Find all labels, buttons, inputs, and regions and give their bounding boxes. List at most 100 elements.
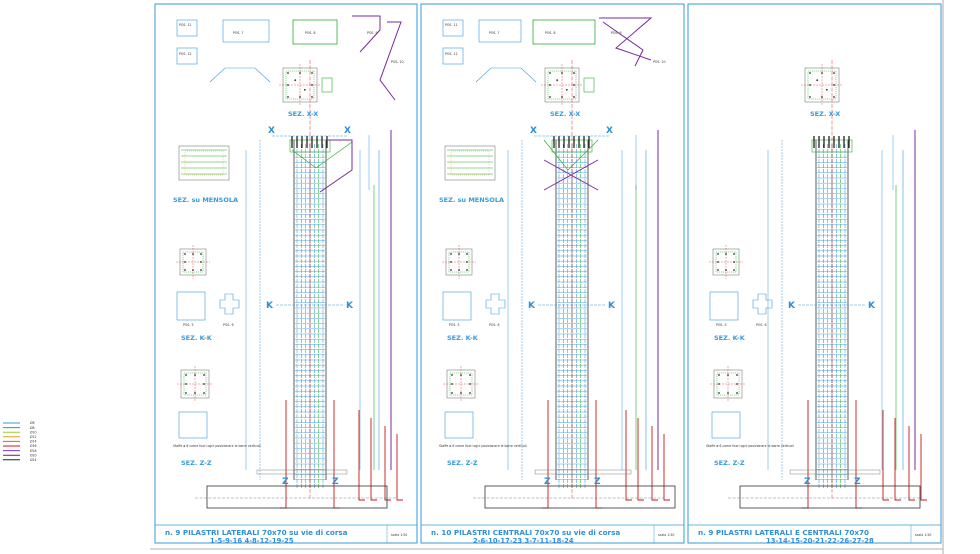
rebar-dot — [727, 374, 729, 376]
starter-bar — [396, 434, 403, 501]
pos-label: POS. 11 — [179, 23, 192, 27]
rebar-dot — [466, 269, 468, 271]
starter-bar — [908, 426, 915, 501]
legend-label: Ø8 — [30, 425, 35, 430]
starter-bar — [651, 426, 658, 501]
rebar-dot — [549, 84, 551, 86]
pos-label: POS. 11 — [445, 23, 458, 27]
marker-x: X — [530, 126, 537, 136]
rebar-dot — [469, 383, 471, 385]
mensola-stirrup — [184, 150, 224, 176]
bracket-purple-bar — [319, 139, 353, 193]
marker-z: Z — [282, 477, 289, 487]
rebar-dot — [458, 253, 460, 255]
rebar-dot — [460, 374, 462, 376]
marker-z: Z — [332, 477, 339, 487]
stirrup-note: Staffe ø 6 come fuori ogni posizionare l… — [173, 444, 261, 448]
rebar-dot — [718, 383, 720, 385]
pos-label: POS. 9 — [611, 31, 622, 35]
rebar-dot — [736, 374, 738, 376]
rebar-dot — [549, 96, 551, 98]
bent-bar-shape — [475, 67, 537, 83]
sheet-frame — [420, 3, 685, 544]
sheet-title: n. 10 PILASTRI CENTRALI 70x70 su vie di … — [431, 528, 620, 537]
rebar-dot — [192, 269, 194, 271]
rebar-dot — [203, 374, 205, 376]
pos-11-shape — [176, 19, 198, 37]
section-title-xx: SEZ. X-X — [550, 110, 580, 118]
marker-x: X — [344, 126, 351, 136]
rebar-dot — [450, 253, 452, 255]
rebar-dot — [184, 253, 186, 255]
pos-10-shape — [602, 21, 644, 67]
rebar-dot — [809, 84, 811, 86]
column-head — [811, 139, 853, 153]
stirrup-note: Staffe ø 6 come fuori ogni posizionare l… — [706, 444, 794, 448]
rebar-dot — [451, 383, 453, 385]
pos-label: POS. 6 — [756, 323, 767, 327]
starter-bar — [920, 434, 927, 501]
rebar-dot — [466, 261, 468, 263]
rebar-dot — [185, 374, 187, 376]
sheet-frame — [154, 3, 418, 544]
section-title-mensola: SEZ. su MENSOLA — [439, 196, 504, 204]
sheet-1: n. 9 PILASTRI LATERALI 70x70 su vie di c… — [154, 3, 418, 545]
ground-level — [534, 469, 632, 475]
rebar-dot — [311, 72, 313, 74]
rebar-dot — [200, 253, 202, 255]
stirrup-note: Staffe ø 6 come fuori ogni posizionare l… — [439, 444, 527, 448]
rebar-dot — [469, 392, 471, 394]
rebar-dot — [736, 383, 738, 385]
legend-label: Ø14 — [30, 439, 37, 444]
ground-level — [256, 469, 348, 475]
rebar-dot — [809, 96, 811, 98]
sheet-2: n. 10 PILASTRI CENTRALI 70x70 su vie di … — [420, 3, 685, 545]
legend-label: Ø20 — [30, 452, 37, 457]
section-title-kk: SEZ. K-K — [181, 334, 213, 342]
pos-label: POS. 9 — [367, 31, 378, 35]
bent-bar-shape — [209, 67, 271, 83]
rebar-dot — [458, 269, 460, 271]
bracket-section — [583, 77, 595, 93]
rebar-dot — [833, 84, 835, 86]
pos-5b-shape — [711, 411, 741, 439]
rebar-dot — [203, 383, 205, 385]
pos-9-shape — [352, 15, 381, 53]
rebar-dot — [287, 96, 289, 98]
rebar-dot — [294, 79, 297, 82]
rebar-dot — [733, 261, 735, 263]
pos-5-shape — [442, 291, 472, 321]
pos-label: POS. 8 — [305, 31, 316, 35]
rebar-dot — [821, 72, 823, 74]
marker-k: K — [528, 301, 536, 311]
section-title-kk: SEZ. K-K — [447, 334, 479, 342]
marker-k: K — [608, 301, 616, 311]
rebar-dot — [184, 269, 186, 271]
section-title-kk: SEZ. K-K — [714, 334, 746, 342]
rebar-dot — [565, 88, 568, 91]
starter-bar — [855, 400, 862, 509]
marker-z: Z — [594, 477, 601, 487]
rebar-dot — [717, 253, 719, 255]
rebar-dot — [816, 79, 819, 82]
sheet-scale: scala 1:50 — [915, 533, 931, 537]
pos-6-shape — [219, 293, 240, 315]
pos-label: POS. 8 — [545, 31, 556, 35]
rebar-dot — [556, 79, 559, 82]
sheet-scale: scala 1:50 — [658, 533, 674, 537]
starter-bar — [663, 434, 670, 501]
starter-bar — [542, 400, 549, 509]
rebar-dot — [451, 392, 453, 394]
pos-12-shape — [176, 47, 198, 65]
pos-5-shape — [176, 291, 206, 321]
section-title-zz: SEZ. Z-Z — [714, 459, 745, 467]
rebar-dot — [549, 72, 551, 74]
pos-8-shape — [292, 19, 338, 45]
pos-label: POS. 7 — [489, 31, 500, 35]
legend-label: Ø12 — [30, 434, 37, 439]
rebar-dot — [303, 88, 306, 91]
marker-k: K — [868, 301, 876, 311]
marker-x: X — [606, 126, 613, 136]
rebar-dot — [718, 392, 720, 394]
